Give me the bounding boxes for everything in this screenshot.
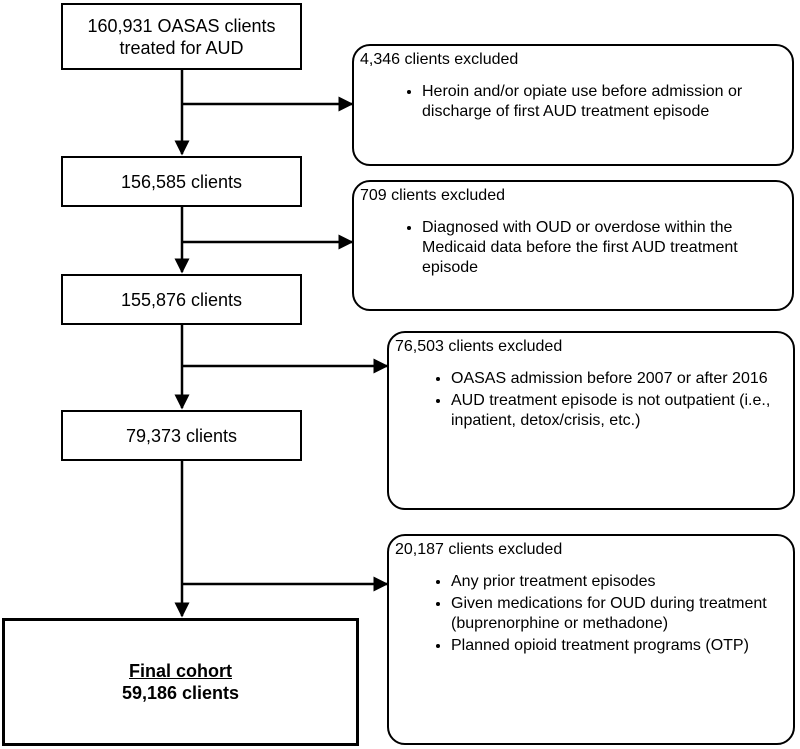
- exclusion-list: Diagnosed with OUD or overdose within th…: [360, 218, 782, 278]
- exclusion-list: Any prior treatment episodes Given medic…: [395, 572, 783, 656]
- step-label: 155,876 clients: [120, 289, 243, 310]
- exclusion-item: Planned opioid treatment programs (OTP): [451, 636, 777, 656]
- exclusion-box-4: 20,187 clients excluded Any prior treatm…: [387, 534, 795, 745]
- step-box-3: 155,876 clients: [61, 274, 302, 325]
- final-cohort-count: 59,186 clients: [121, 683, 240, 703]
- exclusion-item: Any prior treatment episodes: [451, 572, 777, 592]
- exclusion-header: 76,503 clients excluded: [395, 338, 563, 355]
- exclusion-item: Heroin and/or opiate use before admissio…: [422, 82, 782, 122]
- exclusion-item: Diagnosed with OUD or overdose within th…: [422, 218, 782, 278]
- exclusion-item: Given medications for OUD during treatme…: [451, 594, 777, 634]
- step-box-2: 156,585 clients: [61, 156, 302, 207]
- exclusion-header: 709 clients excluded: [360, 187, 505, 204]
- final-cohort-box: Final cohort 59,186 clients: [2, 618, 359, 746]
- step-label: 79,373 clients: [125, 425, 238, 446]
- step-label: 160,931 OASAS clients treated for AUD: [87, 15, 276, 58]
- exclusion-item: AUD treatment episode is not outpatient …: [451, 391, 777, 431]
- exclusion-box-2: 709 clients excluded Diagnosed with OUD …: [352, 180, 794, 311]
- exclusion-header: 4,346 clients excluded: [360, 51, 519, 68]
- final-cohort-title: Final cohort: [129, 661, 232, 681]
- exclusion-list: Heroin and/or opiate use before admissio…: [360, 82, 782, 122]
- exclusion-list: OASAS admission before 2007 or after 201…: [395, 369, 783, 431]
- exclusion-box-3: 76,503 clients excluded OASAS admission …: [387, 331, 795, 510]
- step-box-initial: 160,931 OASAS clients treated for AUD: [61, 3, 302, 70]
- exclusion-box-1: 4,346 clients excluded Heroin and/or opi…: [352, 44, 794, 166]
- exclusion-item: OASAS admission before 2007 or after 201…: [451, 369, 777, 389]
- step-label: 156,585 clients: [120, 171, 243, 192]
- exclusion-header: 20,187 clients excluded: [395, 541, 563, 558]
- step-box-4: 79,373 clients: [61, 410, 302, 461]
